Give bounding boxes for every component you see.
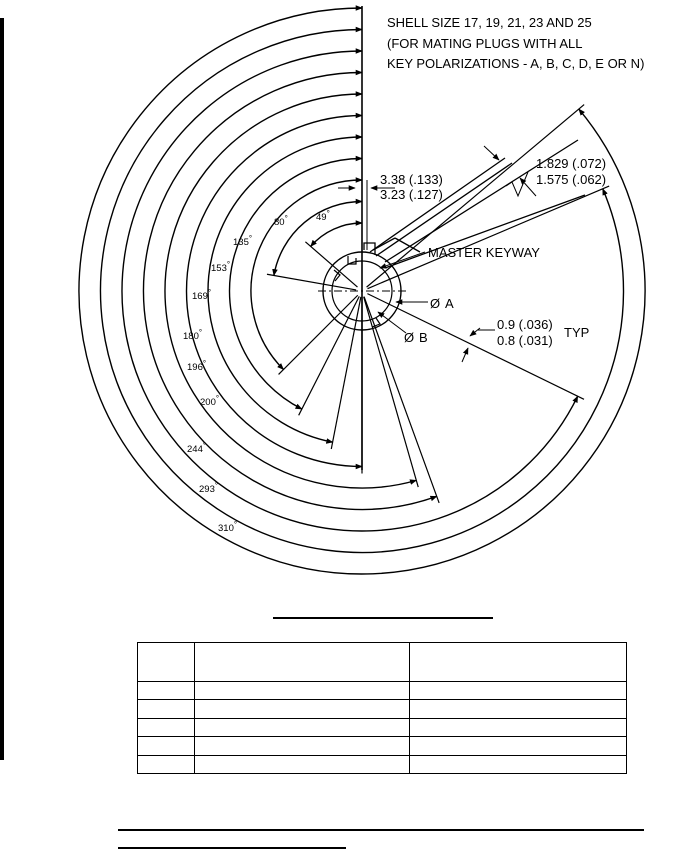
master-keyway-leader	[379, 251, 426, 269]
key-radial-line-169	[330, 296, 362, 450]
typ-dim-upper: 0.9 (.036)	[497, 317, 553, 332]
angle-label-200: 200°	[200, 394, 219, 408]
table-cell	[194, 754, 410, 775]
table-row	[137, 754, 627, 775]
table-cell	[194, 680, 410, 701]
angle-label-135: 135°	[233, 234, 252, 248]
key-radial-line-293	[367, 185, 610, 290]
footnote-underline-short	[118, 847, 346, 849]
key-radial-line-135	[278, 294, 359, 375]
angle-arcs	[78, 5, 646, 575]
slot-dim-lower: 1.575 (.062)	[536, 172, 606, 187]
table-cell	[409, 754, 627, 775]
table-cell	[194, 736, 410, 756]
angle-label-49: 49°	[316, 209, 330, 223]
keyway-dim-lower: 3.23 (.127)	[380, 187, 443, 202]
table-cell	[137, 699, 195, 719]
key-radial-line-80	[266, 273, 357, 291]
dia-a-label: A	[445, 296, 454, 311]
center-mark	[318, 247, 408, 336]
master-keyway-label: MASTER KEYWAY	[428, 245, 540, 260]
table-cell	[409, 736, 627, 756]
angle-label-293: 293°	[199, 481, 218, 495]
table-row	[137, 717, 627, 738]
table-row	[137, 699, 627, 719]
angle-label-310: 310°	[218, 520, 237, 534]
keyway-dim-upper: 3.38 (.133)	[380, 172, 443, 187]
table-title-underline	[273, 617, 493, 619]
dia-b-symbol: Ø	[404, 330, 414, 345]
angle-arc-180	[185, 112, 363, 470]
angle-label-169: 169°	[192, 288, 211, 302]
table-cell	[137, 736, 195, 756]
angle-arc-153	[228, 155, 363, 410]
slot-dim-upper: 1.829 (.072)	[536, 156, 606, 171]
table-cell	[409, 680, 627, 701]
angle-label-244: 244°	[187, 441, 206, 455]
key-polarization-table	[137, 642, 627, 775]
shell-size-note-line2: (FOR MATING PLUGS WITH ALL	[387, 36, 583, 51]
angle-labels: 49° 80° 135° 153° 169° 180° 196° 200° 24…	[183, 209, 330, 534]
angle-arc-200	[142, 69, 438, 511]
keyway-width-dimension	[338, 180, 395, 250]
angle-arc-310	[78, 5, 646, 575]
angle-label-153: 153°	[211, 260, 230, 274]
typ-label: TYP	[564, 325, 589, 340]
key-radial-line-153	[298, 296, 360, 416]
key-radial-line-49	[305, 241, 358, 288]
table-cell	[409, 717, 627, 738]
table-cell	[409, 642, 627, 682]
dia-b-leader	[377, 311, 407, 334]
angle-arc-196	[164, 91, 417, 489]
angle-arc-244	[121, 48, 579, 532]
master-keyway-slot	[363, 139, 586, 269]
key-radial-line-196	[363, 296, 419, 488]
shell-size-note-line1: SHELL SIZE 17, 19, 21, 23 AND 25	[387, 15, 592, 30]
table-row	[137, 736, 627, 756]
table-cell	[194, 699, 410, 719]
angle-label-80: 80°	[274, 214, 288, 228]
table-cell	[137, 680, 195, 701]
angle-arc-49	[310, 220, 363, 247]
table-cell	[137, 754, 195, 775]
shell-size-note-line3: KEY POLARIZATIONS - A, B, C, D, E OR N)	[387, 56, 645, 71]
table-row	[137, 680, 627, 701]
left-margin-bar	[0, 18, 4, 760]
slot-width-dimension	[483, 145, 537, 198]
key-radial-line-310	[366, 104, 585, 288]
angle-label-180: 180°	[183, 328, 202, 342]
table-cell	[137, 642, 195, 682]
angle-arc-293	[99, 26, 625, 554]
table-cell	[409, 699, 627, 719]
table-cell	[194, 717, 410, 738]
dia-b-label: B	[419, 330, 428, 345]
key-radial-line-244	[367, 293, 585, 400]
angle-label-196: 196°	[187, 359, 206, 373]
typ-dim-lower: 0.8 (.031)	[497, 333, 553, 348]
table-cell	[137, 717, 195, 738]
insert-circles	[322, 251, 402, 331]
table-header-row	[137, 642, 627, 682]
key-radial-line-200	[363, 296, 440, 504]
footnote-underline-long	[118, 829, 644, 831]
dia-a-symbol: Ø	[430, 296, 440, 311]
angle-arc-169	[207, 134, 363, 444]
table-cell	[194, 642, 410, 682]
typ-dimension	[461, 327, 495, 363]
